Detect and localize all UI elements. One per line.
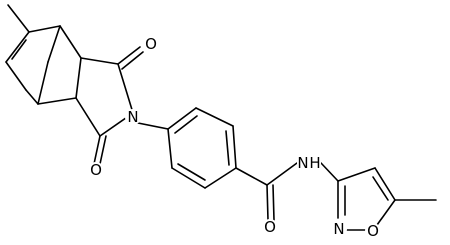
bond-c3-c3a <box>25 89 39 105</box>
atom-nh-amide: N H <box>297 154 321 172</box>
atom-o-top-label: O <box>145 35 157 53</box>
bond-ar-carbonyl <box>235 167 268 186</box>
bond-c1-c2-double <box>5 31 30 63</box>
atom-n-imide: N <box>125 108 141 126</box>
bond-co-top-o <box>117 46 141 65</box>
bond-carbonyl-o-double <box>272 184 275 221</box>
benzene-ring-bonds <box>132 107 237 189</box>
bond-ar4-ar5 <box>204 167 237 189</box>
bond-co-top-o-double <box>121 51 144 70</box>
bond-c3-c4 <box>337 167 376 182</box>
bond-ar5-ar6 <box>171 167 206 189</box>
imide-ring-bonds <box>75 46 144 165</box>
bond-bridge-b <box>37 61 49 105</box>
bond-c3a-c3 <box>37 97 77 105</box>
atom-n-ring: N <box>331 220 347 238</box>
bond-ar1-ar2-inner <box>174 115 198 134</box>
bond-c4-c5-inner <box>372 176 389 201</box>
bond-ar2-ar3 <box>195 107 234 127</box>
bond-c3a-co-bottom <box>75 97 101 137</box>
bond-ar5-ar6-inner <box>177 163 206 181</box>
bond-c4-c5 <box>374 167 396 201</box>
bond-ar3-ar4-inner <box>225 130 230 166</box>
bond-ar3-ar4 <box>232 125 237 169</box>
norbornene-bonds <box>5 4 82 105</box>
atom-o-bottom-label: O <box>90 161 102 179</box>
bond-c5-o <box>376 199 396 226</box>
atom-n-ring-label: N <box>333 220 344 238</box>
atom-labels: O N O N H O N O <box>88 35 381 240</box>
bond-n-aryl <box>132 121 169 130</box>
bond-carbonyl-o <box>266 184 269 221</box>
atom-o-top: O <box>143 35 159 53</box>
bond-c1-c2-double-inner <box>11 39 27 60</box>
bond-c7-c7a <box>59 25 82 59</box>
bond-co-top-n <box>117 63 134 114</box>
bond-methyl-c1 <box>7 4 30 33</box>
bond-c2-c3 <box>5 61 27 91</box>
bond-co-bottom-o-double <box>99 135 107 165</box>
bond-c1-c7 <box>28 25 61 33</box>
bond-c7a-c3a <box>75 57 82 99</box>
bond-co-bottom-o <box>93 135 101 165</box>
atom-h-amide-label: H <box>309 154 320 172</box>
bond-ar6-ar1 <box>167 128 173 169</box>
atom-n-imide-label: N <box>127 108 138 126</box>
bond-ar1-ar2 <box>167 107 197 130</box>
bond-carbonyl-nh <box>266 162 298 186</box>
atom-o-ring-label: O <box>367 222 379 240</box>
isoxazole-ring-bonds <box>337 167 437 231</box>
bond-bridge-a <box>47 25 61 63</box>
atom-o-bottom: O <box>88 161 104 179</box>
amide-bonds <box>235 162 339 221</box>
bond-nh-isoxazole <box>320 162 339 182</box>
atom-o-amide-label: O <box>264 218 276 236</box>
atom-n-amide-label: N <box>297 154 308 172</box>
atom-o-amide: O <box>262 218 278 236</box>
bond-c7a-co-top <box>80 57 119 65</box>
atom-o-ring: O <box>365 222 381 240</box>
